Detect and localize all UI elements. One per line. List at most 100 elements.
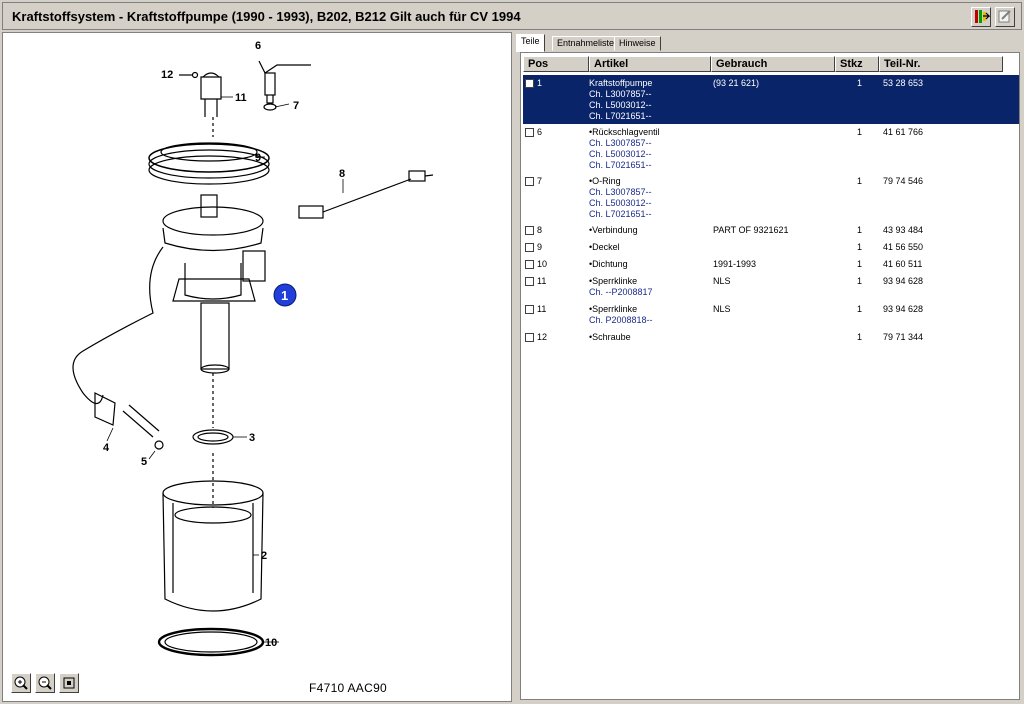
- edit-note-icon: [998, 10, 1011, 23]
- row-checkbox[interactable]: [525, 260, 534, 269]
- callout-11: 11: [235, 92, 247, 104]
- fuel-pump-exploded-diagram: 12 11 6 7 9 8 4 5 3 2 10 1: [72, 40, 434, 657]
- callout-10: 10: [265, 637, 277, 649]
- zoom-in-icon: [14, 676, 28, 690]
- export-button[interactable]: [971, 7, 991, 27]
- callout-5: 5: [141, 456, 147, 468]
- figure-code: F4710 AAC90: [309, 681, 388, 695]
- cell-pos: 12: [537, 332, 548, 342]
- cell-stkz: 1: [857, 304, 863, 314]
- cell-teil-nr: 79 71 344: [883, 332, 924, 342]
- cell-teil-nr: 41 61 766: [883, 127, 924, 137]
- table-row[interactable]: 8 •Verbindung PART OF 9321621 1 43 93 484: [523, 222, 1019, 239]
- cell-stkz: 1: [857, 225, 863, 235]
- callout-4: 4: [103, 442, 110, 454]
- table-row[interactable]: 9 •Deckel 1 41 56 550: [523, 239, 1019, 256]
- cell-gebrauch: 1991-1993: [713, 259, 757, 269]
- cell-gebrauch: NLS: [713, 304, 731, 314]
- row-checkbox[interactable]: [525, 226, 534, 235]
- cell-artikel: •Rückschlagventil: [589, 127, 660, 137]
- table-row[interactable]: 10 •Dichtung 1991-1993 1 41 60 511: [523, 256, 1019, 273]
- cell-stkz: 1: [857, 332, 863, 342]
- cell-gebrauch: PART OF 9321621: [713, 225, 789, 235]
- column-header-teil-nr[interactable]: Teil-Nr.: [879, 56, 1003, 72]
- fit-icon: [63, 677, 75, 689]
- callout-9: 9: [255, 152, 261, 164]
- zoom-in-button[interactable]: [11, 673, 31, 693]
- chassis-range: Ch. L5003012--: [589, 149, 652, 159]
- cell-artikel: •Dichtung: [589, 259, 628, 269]
- cell-teil-nr: 43 93 484: [883, 225, 924, 235]
- tab-hinweise[interactable]: Hinweise: [614, 36, 661, 51]
- row-checkbox[interactable]: [525, 177, 534, 186]
- callout-3: 3: [249, 432, 255, 444]
- cell-stkz: 1: [857, 78, 863, 88]
- cell-artikel: •Verbindung: [589, 225, 638, 235]
- zoom-out-button[interactable]: [35, 673, 55, 693]
- cell-teil-nr: 93 94 628: [883, 276, 924, 286]
- cell-pos: 10: [537, 259, 548, 269]
- cell-artikel: •O-Ring: [589, 176, 621, 186]
- cell-teil-nr: 53 28 653: [883, 78, 924, 88]
- svg-text:1: 1: [281, 288, 288, 303]
- chassis-range: Ch. L5003012--: [589, 100, 652, 110]
- cell-pos: 7: [537, 176, 543, 186]
- chassis-range: Ch. L7021651--: [589, 111, 652, 121]
- fit-button[interactable]: [59, 673, 79, 693]
- edit-note-button[interactable]: [995, 7, 1015, 27]
- cell-pos: 9: [537, 242, 543, 252]
- cell-pos: 11: [537, 304, 547, 314]
- callout-8: 8: [339, 168, 345, 180]
- row-checkbox[interactable]: [525, 128, 534, 137]
- chassis-range: Ch. L3007857--: [589, 138, 652, 148]
- cell-teil-nr: 41 56 550: [883, 242, 924, 252]
- column-header-pos[interactable]: Pos: [523, 56, 589, 72]
- cell-teil-nr: 79 74 546: [883, 176, 924, 186]
- pane-splitter[interactable]: [512, 32, 518, 702]
- callout-6: 6: [255, 40, 261, 52]
- cell-stkz: 1: [857, 259, 863, 269]
- chassis-range: Ch. P2008818--: [589, 315, 653, 325]
- row-checkbox[interactable]: [525, 277, 534, 286]
- tab-entnahmeliste[interactable]: Entnahmeliste: [552, 36, 620, 51]
- column-header-stkz[interactable]: Stkz: [835, 56, 879, 72]
- column-header-artikel[interactable]: Artikel: [589, 56, 711, 72]
- callout-12: 12: [161, 69, 173, 81]
- window-title: Kraftstoffsystem - Kraftstoffpumpe (1990…: [12, 9, 521, 24]
- chassis-range: Ch. L7021651--: [589, 160, 652, 170]
- cell-artikel: •Sperrklinke: [589, 276, 638, 286]
- cell-gebrauch: (93 21 621): [713, 78, 760, 88]
- callout-1-highlight[interactable]: 1: [273, 283, 297, 307]
- row-checkbox[interactable]: [525, 79, 534, 88]
- row-checkbox[interactable]: [525, 333, 534, 342]
- table-header: Pos Artikel Gebrauch Stkz Teil-Nr.: [523, 56, 1019, 72]
- cell-pos: 8: [537, 225, 543, 235]
- cell-teil-nr: 41 60 511: [883, 259, 923, 269]
- chassis-range: Ch. --P2008817: [589, 287, 653, 297]
- row-checkbox[interactable]: [525, 243, 534, 252]
- cell-stkz: 1: [857, 176, 863, 186]
- column-header-gebrauch[interactable]: Gebrauch: [711, 56, 835, 72]
- cell-pos: 11: [537, 276, 547, 286]
- zoom-out-icon: [38, 676, 52, 690]
- cell-stkz: 1: [857, 242, 863, 252]
- row-checkbox[interactable]: [525, 305, 534, 314]
- export-colored-icon: [975, 10, 991, 23]
- cell-pos: 6: [537, 127, 543, 137]
- cell-artikel: •Deckel: [589, 242, 620, 252]
- cell-stkz: 1: [857, 127, 863, 137]
- chassis-range: Ch. L7021651--: [589, 209, 652, 219]
- cell-pos: 1: [537, 78, 543, 88]
- cell-teil-nr: 93 94 628: [883, 304, 924, 314]
- title-bar: Kraftstoffsystem - Kraftstoffpumpe (1990…: [2, 2, 1022, 30]
- tab-teile[interactable]: Teile: [516, 34, 545, 52]
- cell-gebrauch: NLS: [713, 276, 731, 286]
- cell-artikel: •Sperrklinke: [589, 304, 638, 314]
